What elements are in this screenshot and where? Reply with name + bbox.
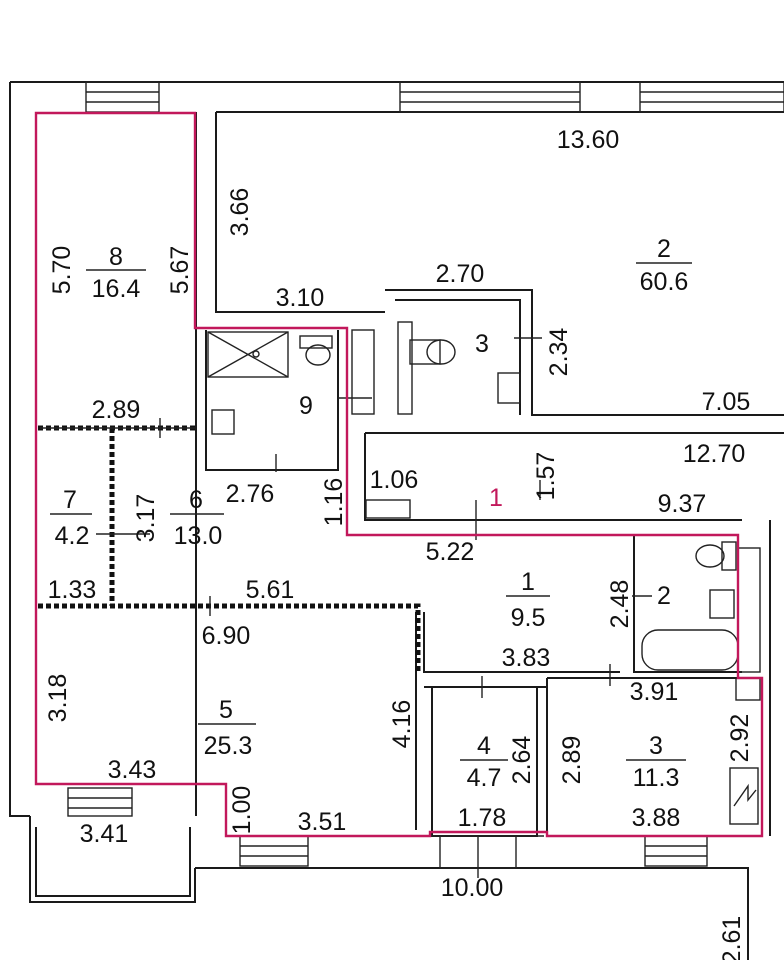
room2-area: 60.6: [640, 268, 689, 296]
room3-top-number: 3: [475, 330, 489, 358]
length-1-78: 1.78: [458, 804, 507, 832]
length-10-00: 10.00: [441, 874, 504, 902]
room9-number: 9: [299, 392, 313, 420]
length-5-61: 5.61: [246, 576, 295, 604]
room2b-number: 2: [657, 582, 671, 610]
length-2-61: 2.61: [718, 916, 746, 960]
length-1-57: 1.57: [532, 452, 560, 501]
room5-number: 5: [219, 696, 233, 724]
length-3-41: 3.41: [80, 820, 129, 848]
room3b-area: 11.3: [633, 764, 680, 792]
length-3-18: 3.18: [44, 674, 72, 723]
apartment-number: 1: [489, 484, 503, 512]
room8-number: 8: [109, 243, 123, 271]
room8-left-length: 5.70: [48, 246, 76, 295]
room7-area: 4.2: [55, 522, 90, 550]
length-3-51: 3.51: [298, 808, 347, 836]
room4-number: 4: [477, 732, 491, 760]
length-5-22: 5.22: [426, 538, 475, 566]
length-3-10: 3.10: [276, 284, 325, 312]
apartment-boundary: [34, 111, 764, 838]
length-3-83: 3.83: [502, 644, 551, 672]
length-1-33: 1.33: [48, 576, 97, 604]
length-3-43: 3.43: [108, 756, 157, 784]
labels: 8 16.4 5.70 5.67 2 60.6 13.60 3.66 3.10 …: [44, 126, 754, 960]
room4-area: 4.7: [467, 764, 502, 792]
length-7-05: 7.05: [702, 388, 751, 416]
room1-area: 9.5: [511, 604, 546, 632]
room2-number: 2: [657, 235, 671, 263]
dimension-lines: [40, 337, 652, 878]
length-3-91: 3.91: [630, 678, 679, 706]
length-2-70: 2.70: [436, 260, 485, 288]
length-2-89: 2.89: [92, 396, 141, 424]
length-6-90: 6.90: [202, 622, 251, 650]
length-12-70: 12.70: [683, 440, 746, 468]
length-2-64: 2.64: [508, 736, 536, 785]
room5-area: 25.3: [204, 732, 253, 760]
length-3-88: 3.88: [632, 804, 681, 832]
top-width: 13.60: [557, 126, 620, 154]
room8-right-length: 5.67: [166, 246, 194, 295]
room3b-number: 3: [649, 732, 663, 760]
length-3-17: 3.17: [132, 494, 160, 543]
length-2-48: 2.48: [606, 580, 634, 629]
room6-number: 6: [189, 486, 203, 514]
length-9-37: 9.37: [658, 490, 707, 518]
length-1-06: 1.06: [370, 466, 419, 494]
length-2-34: 2.34: [545, 328, 573, 377]
left-height-3-66: 3.66: [226, 188, 254, 237]
windows: [67, 81, 784, 869]
room7-number: 7: [63, 486, 77, 514]
length-4-16: 4.16: [388, 700, 416, 749]
length-2-89b: 2.89: [558, 736, 586, 785]
length-2-92: 2.92: [726, 714, 754, 763]
length-2-76: 2.76: [226, 480, 275, 508]
length-1-16: 1.16: [320, 478, 348, 527]
room8-area: 16.4: [92, 275, 141, 303]
length-1-00: 1.00: [228, 786, 256, 835]
room6-area: 13.0: [174, 522, 223, 550]
room1-number: 1: [521, 568, 535, 596]
